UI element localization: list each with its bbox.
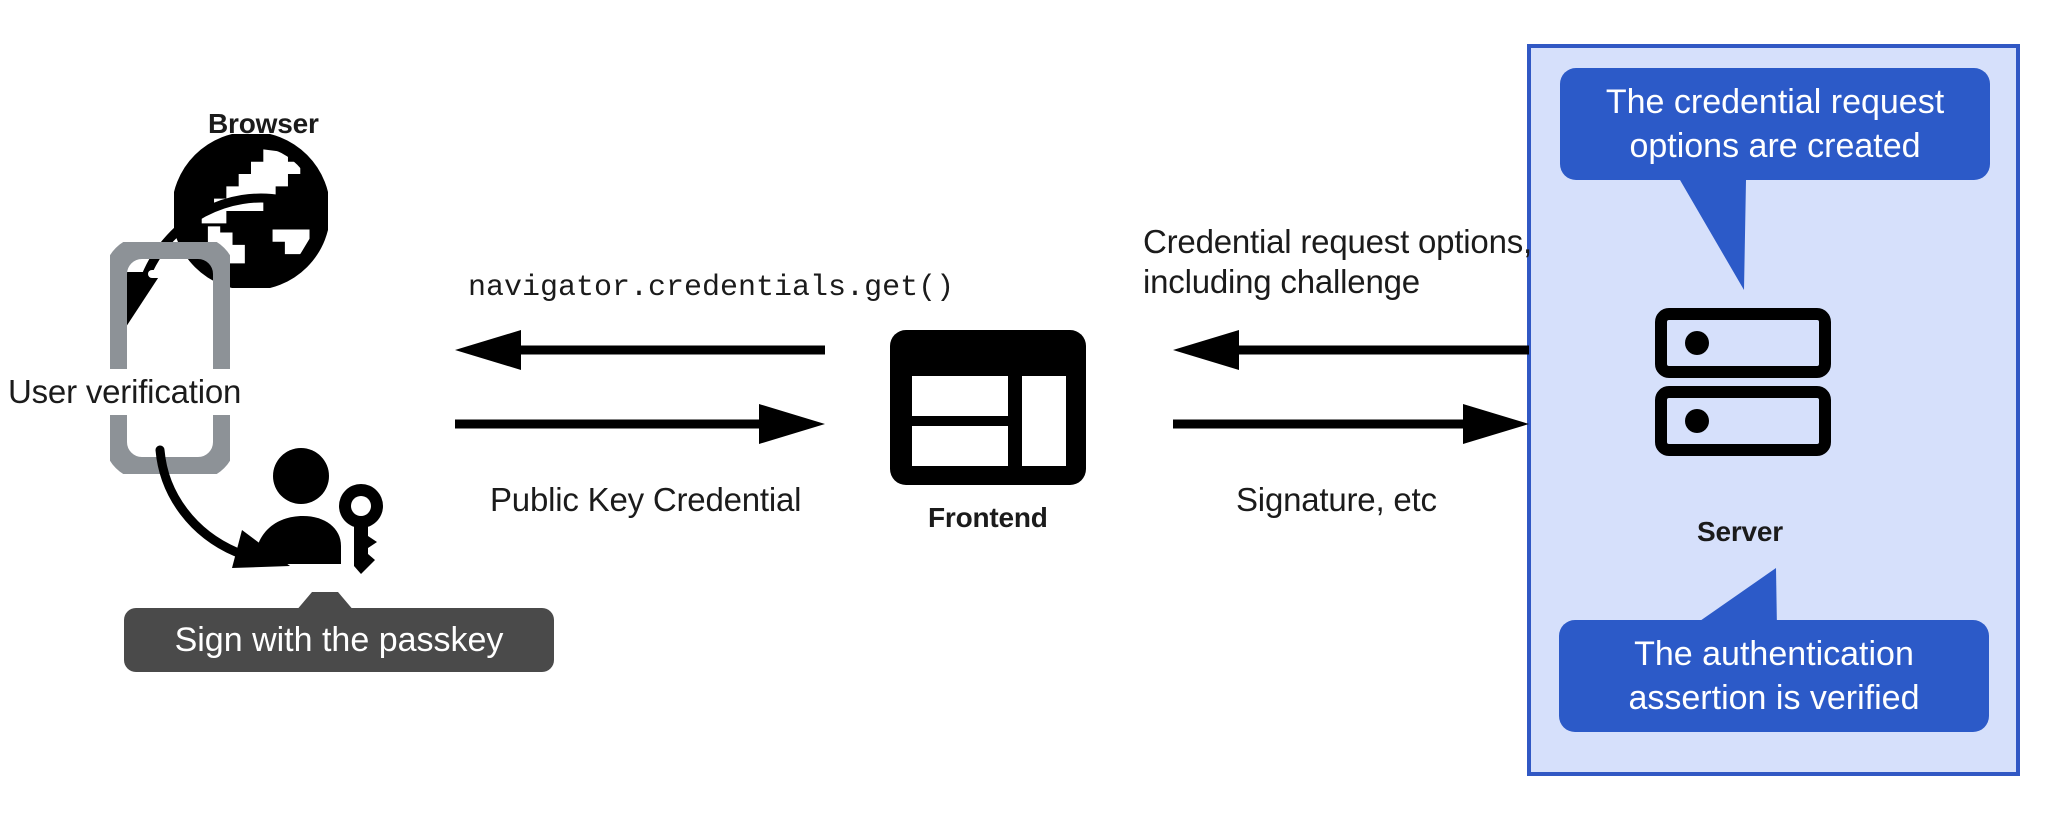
public-key-credential-label: Public Key Credential — [490, 481, 802, 518]
authentication-assertion-verified-text: The authentication assertion is verified — [1628, 635, 1920, 717]
sign-with-passkey-tooltip: Sign with the passkey — [124, 608, 554, 672]
sign-with-passkey-text: Sign with the passkey — [174, 620, 504, 659]
person-with-key-icon — [253, 440, 393, 580]
user-verification-label: User verification — [8, 373, 242, 410]
credential-options-created-callout: The credential request options are creat… — [1560, 68, 1990, 180]
navigator-credentials-get-label: navigator.credentials.get() — [468, 271, 955, 305]
web-layout-icon — [890, 330, 1086, 485]
arrow-public-key-credential-right — [455, 404, 825, 444]
server-label: Server — [1697, 516, 1783, 547]
user-verification-backdrop — [0, 369, 260, 415]
authentication-assertion-verified-callout: The authentication assertion is verified — [1559, 620, 1989, 732]
arrow-signature-right — [1173, 404, 1529, 444]
arrow-browser-request-left — [455, 330, 825, 370]
credential-options-created-text: The credential request options are creat… — [1605, 83, 1945, 165]
options-callout-tail — [1560, 180, 1820, 300]
server-rack-icon — [1655, 308, 1831, 456]
frontend-label: Frontend — [928, 502, 1048, 533]
signature-etc-label: Signature, etc — [1236, 481, 1437, 518]
arrow-credential-options-left — [1173, 330, 1529, 370]
credential-request-options-label: Credential request options, including ch… — [1143, 223, 1533, 300]
